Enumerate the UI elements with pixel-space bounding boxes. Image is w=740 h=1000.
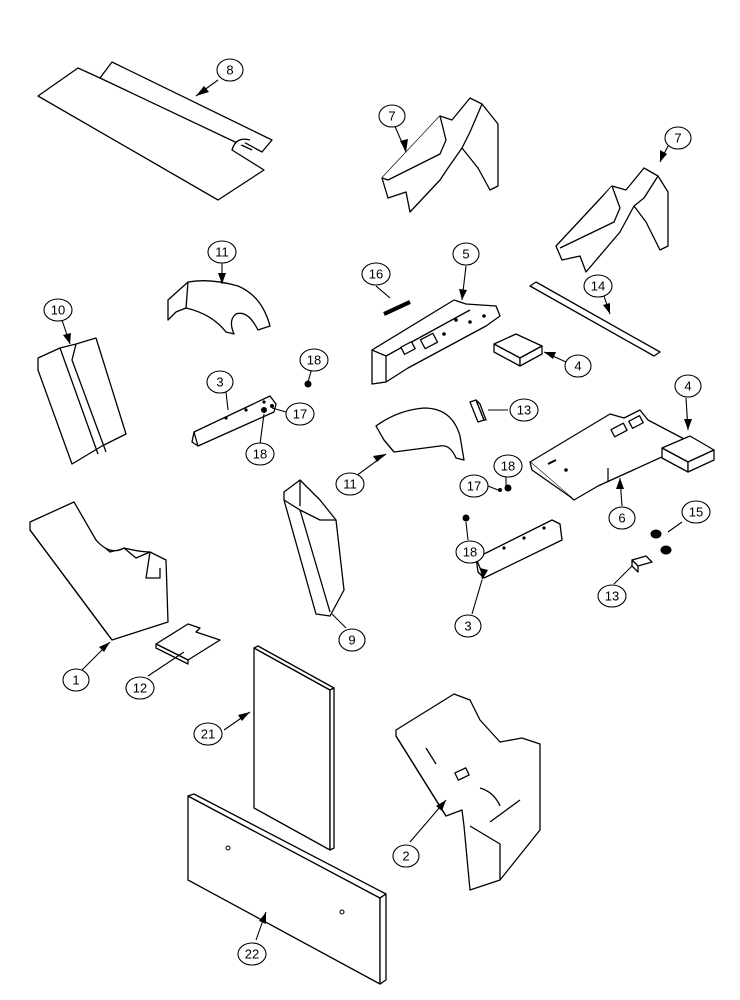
callout-10: 10: [43, 298, 73, 322]
svg-text:17: 17: [293, 407, 307, 422]
part-18-screw-lower: [462, 484, 512, 522]
part-12-small-plate: [155, 623, 221, 665]
leader-arrowheads: [63, 86, 692, 924]
callout-14: 14: [583, 274, 613, 298]
svg-text:17: 17: [467, 479, 481, 494]
part-5-bracket-plate: [371, 299, 501, 385]
svg-text:4: 4: [574, 359, 581, 374]
part-8-mat-panel: [37, 61, 273, 201]
part-3-hinge-strip-lower: [475, 519, 563, 579]
svg-text:1: 1: [72, 673, 79, 688]
callout-3-upper: 3: [206, 370, 234, 394]
callout-6: 6: [608, 506, 636, 530]
part-2-side-block: [395, 693, 541, 891]
part-3-hinge-strip-upper: [191, 395, 277, 447]
callout-1: 1: [62, 668, 90, 692]
callout-7-left: 7: [378, 104, 406, 128]
part-11-curved-cover-upper: [167, 280, 271, 335]
svg-text:8: 8: [226, 63, 233, 78]
callout-18-d: 18: [455, 540, 485, 564]
svg-text:18: 18: [307, 353, 321, 368]
svg-text:11: 11: [215, 245, 229, 260]
svg-text:2: 2: [402, 849, 409, 864]
callout-21: 21: [193, 722, 223, 746]
callout-17-a: 17: [285, 402, 315, 426]
callout-16: 16: [361, 262, 391, 286]
svg-text:22: 22: [245, 947, 259, 962]
svg-text:11: 11: [343, 477, 357, 492]
callout-18-b: 18: [245, 442, 275, 466]
svg-text:16: 16: [369, 267, 383, 282]
part-18-screw-upper: [261, 380, 312, 413]
part-11-curved-cover-lower: [375, 407, 465, 461]
part-15-grommets: [650, 529, 672, 555]
callout-18-a: 18: [299, 348, 329, 372]
callout-13-lower: 13: [597, 584, 627, 608]
svg-text:3: 3: [464, 619, 471, 634]
svg-text:5: 5: [462, 247, 469, 262]
part-13-clip-lower: [631, 555, 653, 573]
part-13-clip-upper: [469, 399, 487, 423]
part-16-rod: [383, 300, 411, 316]
callout-4-upper: 4: [564, 354, 592, 378]
part-7-side-panel-right: [555, 167, 669, 273]
callout-9: 9: [338, 628, 366, 652]
callout-17-b: 17: [459, 474, 489, 498]
svg-text:9: 9: [348, 633, 355, 648]
callout-4-lower: 4: [674, 374, 702, 398]
svg-text:13: 13: [517, 403, 531, 418]
svg-text:18: 18: [463, 545, 477, 560]
callout-3-lower: 3: [454, 614, 482, 638]
svg-text:4: 4: [684, 379, 691, 394]
svg-text:7: 7: [674, 131, 681, 146]
callout-11-upper: 11: [207, 240, 237, 264]
callout-5: 5: [452, 242, 480, 266]
callout-18-c: 18: [493, 454, 523, 478]
callout-11-lower: 11: [335, 472, 365, 496]
svg-text:18: 18: [253, 447, 267, 462]
part-7-side-panel-left: [381, 97, 499, 213]
callout-22: 22: [237, 942, 267, 966]
svg-text:15: 15: [689, 505, 703, 520]
part-4-pad-upper: [493, 333, 543, 367]
part-9-channel: [283, 479, 345, 617]
svg-text:21: 21: [201, 727, 215, 742]
part-17-washer-upper: [270, 404, 274, 408]
part-22-large-board: [187, 793, 387, 985]
svg-text:12: 12: [133, 681, 147, 696]
part-10-channel: [37, 337, 127, 465]
svg-text:10: 10: [51, 303, 65, 318]
svg-text:18: 18: [501, 459, 515, 474]
part-21-tall-board: [253, 645, 335, 851]
part-1-side-block: [29, 501, 169, 641]
callout-8: 8: [216, 58, 244, 82]
part-17-washer-lower: [498, 488, 502, 492]
part-4-pad-lower: [661, 435, 715, 473]
callout-7-right: 7: [664, 126, 692, 150]
svg-text:6: 6: [618, 511, 625, 526]
svg-text:13: 13: [605, 589, 619, 604]
svg-text:3: 3: [216, 375, 223, 390]
svg-text:14: 14: [591, 279, 605, 294]
part-14-strip: [529, 281, 661, 357]
callout-2: 2: [392, 844, 420, 868]
svg-text:7: 7: [388, 109, 395, 124]
callout-13-upper: 13: [509, 398, 539, 422]
callout-12: 12: [125, 676, 155, 700]
callout-15: 15: [681, 500, 711, 524]
